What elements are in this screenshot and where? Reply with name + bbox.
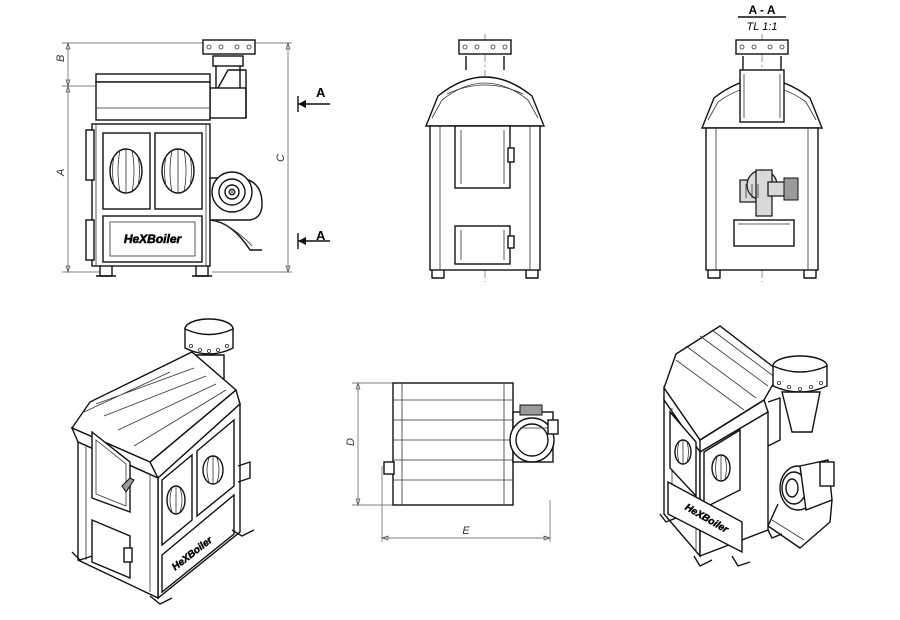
- side-view: [424, 34, 546, 282]
- dimension-d-label: D: [345, 438, 357, 446]
- section-title: A - A: [748, 3, 775, 17]
- section-arrow-top-label: A: [316, 85, 326, 100]
- section-arrow-bottom-label: A: [316, 228, 326, 243]
- iso-right-burner: [767, 459, 835, 549]
- dimension-d: D: [345, 381, 395, 507]
- dimension-a-label: A: [55, 169, 67, 177]
- dimension-e: E: [380, 466, 552, 542]
- dimension-c-label: C: [275, 154, 287, 162]
- iso-view-right: HeXBoiler: [659, 325, 835, 567]
- dimension-b: B: [55, 41, 210, 88]
- section-arrow-top: A: [297, 85, 330, 112]
- dimension-b-label: B: [55, 55, 67, 62]
- dimension-c: C: [212, 41, 292, 274]
- section-burner: [739, 169, 799, 217]
- front-view: A B C: [55, 39, 330, 277]
- front-brand-label: HeXBoiler: [124, 232, 183, 246]
- iso-view-left: HeXBoiler: [70, 318, 255, 605]
- section-arrow-bottom: A: [297, 228, 330, 249]
- front-burner-fan: [209, 171, 263, 251]
- dimension-e-label: E: [462, 525, 470, 537]
- section-scale: TL 1:1: [747, 21, 778, 33]
- section-view: A - A TL 1:1: [700, 3, 824, 282]
- top-view: D E: [345, 381, 559, 542]
